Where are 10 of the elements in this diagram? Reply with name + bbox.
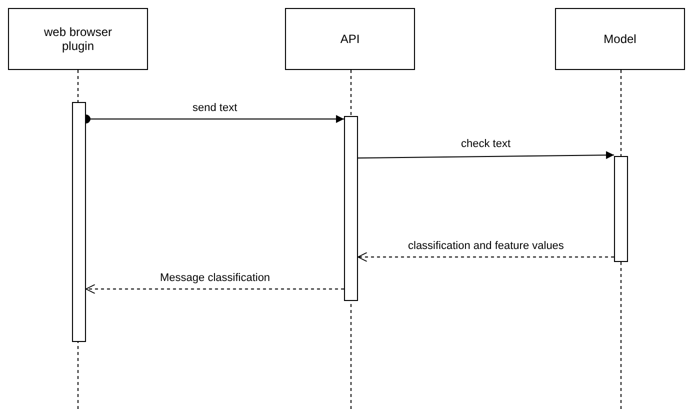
participant-box: web browser plugin	[8, 8, 148, 70]
edge-label: Message classification	[159, 272, 272, 285]
activation-bar	[344, 116, 358, 301]
activation-bar	[72, 102, 86, 342]
participant-box: Model	[555, 8, 685, 70]
return-message-arrow	[358, 252, 614, 262]
activation-bar	[614, 156, 628, 262]
return-message-arrow	[86, 284, 344, 294]
participant-box: API	[285, 8, 415, 70]
message-arrow	[358, 151, 614, 160]
